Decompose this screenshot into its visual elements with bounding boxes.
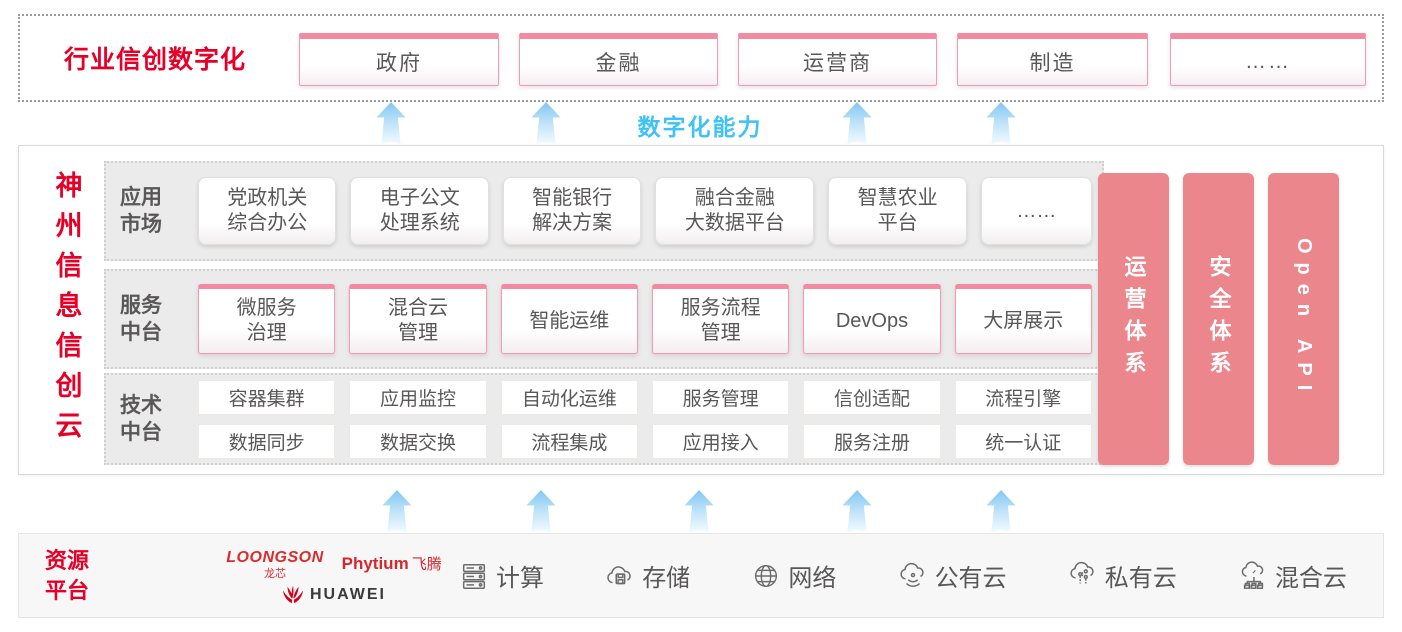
pillar-security-system: 安全体系	[1183, 173, 1254, 465]
app-market-row: 应用 市场 党政机关 综合办公 电子公文 处理系统 智能银行 解决方案 融合金融…	[104, 161, 1104, 261]
pillar-open-api: Open API	[1268, 173, 1339, 465]
up-arrow-icon	[376, 102, 406, 144]
capability-label: 数字化能力	[637, 114, 763, 140]
tech-box: 服务管理	[651, 379, 790, 415]
tech-box: 流程集成	[500, 423, 638, 459]
tech-box: 服务注册	[803, 423, 941, 459]
hybrid-cloud-icon	[1241, 560, 1264, 589]
resource-platform-panel: 资源 平台 LOONGSON 龙芯 Phytium 飞腾	[18, 533, 1384, 618]
capability-arrow-band: 数字化能力	[0, 100, 1402, 145]
row-label-tech: 技术 中台	[120, 393, 162, 444]
platform-container: 神州信息信创云 应用 市场 党政机关 综合办公 电子公文 处理系统 智能银行 解…	[18, 145, 1384, 475]
tech-box: 容器集群	[198, 379, 336, 415]
resource-arrow-band	[0, 478, 1402, 533]
sector-box-government: 政府	[299, 33, 499, 86]
sector-label: ……	[1245, 50, 1291, 73]
service-box: 大屏展示	[954, 284, 1092, 354]
service-box: DevOps	[803, 284, 941, 354]
resource-item-storage: 存储	[605, 558, 690, 593]
resource-item-private-cloud: 私有云	[1068, 558, 1177, 593]
loongson-logo: LOONGSON 龙芯	[226, 549, 324, 580]
resource-item-label: 公有云	[934, 565, 1007, 592]
app-box: 智慧农业 平台	[828, 177, 967, 245]
sector-box-more: ……	[1170, 33, 1366, 86]
resource-item-label: 计算	[496, 565, 544, 592]
service-box: 智能运维	[500, 284, 638, 354]
app-box: 党政机关 综合办公	[198, 177, 337, 245]
huawei-flower-icon	[282, 585, 304, 604]
resource-item-label: 私有云	[1104, 565, 1177, 592]
resource-item-public-cloud: 公有云	[898, 558, 1007, 593]
row-label-service: 服务 中台	[120, 293, 162, 344]
tech-platform-row: 技术 中台 容器集群 应用监控 自动化运维 服务管理 信创适配 流程引擎 数据同…	[104, 373, 1104, 465]
sector-label: 制造	[1029, 52, 1076, 75]
sector-label: 运营商	[803, 52, 872, 75]
tech-box: 数据同步	[198, 423, 336, 459]
industry-banner: 行业信创数字化 政府 金融 运营商 制造 ……	[18, 14, 1384, 102]
tech-box: 流程引擎	[954, 379, 1092, 415]
up-arrow-icon	[382, 490, 412, 532]
tech-box: 信创适配	[803, 379, 941, 415]
public-cloud-icon	[899, 562, 924, 587]
up-arrow-icon	[526, 490, 556, 532]
network-globe-icon	[755, 564, 778, 587]
up-arrow-icon	[684, 490, 714, 532]
resource-item-compute: 计算	[459, 558, 544, 593]
private-cloud-icon	[1070, 561, 1094, 583]
resource-item-label: 存储	[642, 565, 691, 592]
service-platform-row: 服务 中台 微服务 治理 混合云 管理 智能运维 服务流程 管理 DevOps …	[104, 269, 1104, 369]
resource-platform-title: 资源 平台	[45, 547, 90, 603]
storage-cloud-icon	[607, 565, 631, 584]
vendor-logos: LOONGSON 龙芯 Phytium 飞腾 HUAWEI	[199, 542, 469, 612]
sector-box-manufacturing: 制造	[957, 33, 1148, 86]
industry-banner-title: 行业信创数字化	[64, 46, 247, 74]
sector-box-operator: 运营商	[738, 33, 937, 86]
app-box: 融合金融 大数据平台	[655, 177, 815, 245]
sector-label: 金融	[595, 52, 642, 75]
compute-server-icon	[462, 563, 486, 589]
resource-items: 计算 存储 网络 公有云	[459, 534, 1347, 617]
resource-item-label: 混合云	[1274, 565, 1347, 592]
tech-box: 数据交换	[349, 423, 487, 459]
tech-box: 统一认证	[954, 423, 1092, 459]
up-arrow-icon	[842, 102, 872, 144]
app-box: 电子公文 处理系统	[350, 177, 489, 245]
app-box-more: ……	[980, 177, 1092, 245]
app-box: 智能银行 解决方案	[502, 177, 642, 245]
platform-vertical-title: 神州信息信创云	[51, 171, 82, 451]
huawei-logo: HUAWEI	[282, 585, 386, 605]
phytium-logo: Phytium 飞腾	[341, 553, 442, 574]
service-box: 微服务 治理	[198, 284, 336, 354]
tech-box: 自动化运维	[500, 379, 638, 415]
tech-box: 应用接入	[651, 423, 790, 459]
up-arrow-icon	[842, 490, 872, 532]
tech-box: 应用监控	[349, 379, 487, 415]
sector-label: 政府	[376, 52, 422, 75]
pillar-operation-system: 运营体系	[1098, 173, 1169, 465]
resource-item-network: 网络	[751, 558, 836, 593]
row-label-app-market: 应用 市场	[120, 185, 162, 236]
sector-box-finance: 金融	[519, 33, 718, 86]
resource-item-label: 网络	[788, 565, 837, 592]
up-arrow-icon	[986, 102, 1016, 144]
resource-item-hybrid-cloud: 混合云	[1238, 558, 1347, 593]
service-box: 服务流程 管理	[651, 284, 790, 354]
up-arrow-icon	[986, 490, 1016, 532]
up-arrow-icon	[531, 102, 561, 144]
service-box: 混合云 管理	[349, 284, 487, 354]
